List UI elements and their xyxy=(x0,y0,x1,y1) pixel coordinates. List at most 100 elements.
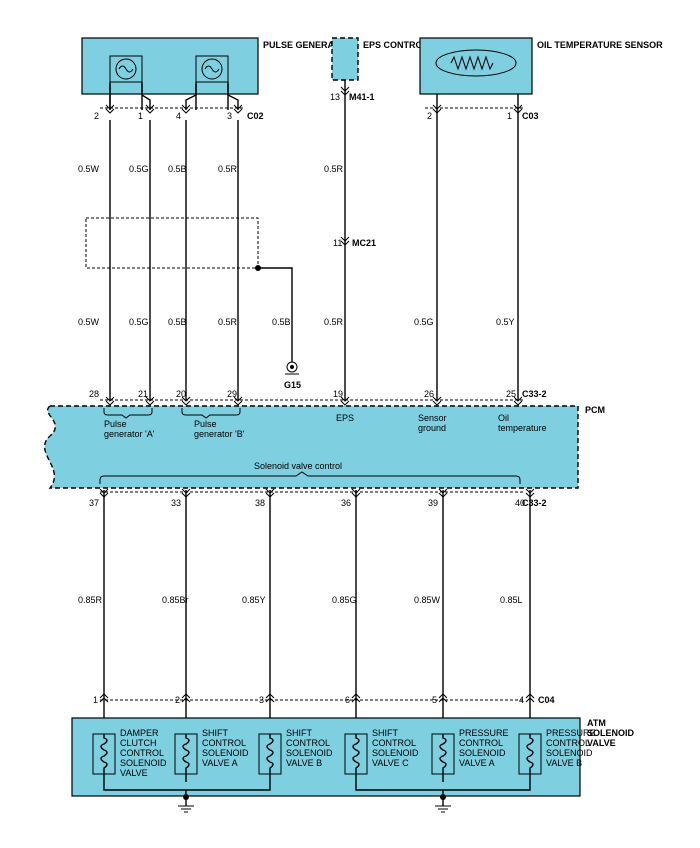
atm-valve-label-2: SOLENOID xyxy=(587,728,635,738)
connector-chevron xyxy=(233,104,243,114)
solenoid-coil-icon xyxy=(174,733,198,782)
connector-chevron xyxy=(181,693,191,703)
solenoid-label: SHIFT xyxy=(372,728,399,738)
solenoid-coil-icon xyxy=(92,733,116,782)
connector-chevron xyxy=(265,488,275,498)
ground-g15-icon xyxy=(285,361,299,375)
wire-color: 0.85G xyxy=(332,595,357,605)
pcm-pin-label: Sensor xyxy=(418,413,447,423)
pin-pcm-29: 29 xyxy=(227,389,237,399)
solenoid-label: CONTROL xyxy=(120,748,164,758)
solenoid-label: SOLENOID xyxy=(120,758,167,768)
pin-pcm-28: 28 xyxy=(89,389,99,399)
solenoid-label: VALVE A xyxy=(202,758,238,768)
brace-solenoid-control xyxy=(99,471,521,484)
connector-chevron xyxy=(340,396,350,406)
pcm-pin-label: Oil xyxy=(498,413,509,423)
pin-c02-2: 2 xyxy=(94,111,99,121)
wire-color: 0.5R xyxy=(218,317,238,327)
pin-pcm-20: 20 xyxy=(176,389,186,399)
solenoid-label: CONTROL xyxy=(372,738,416,748)
atm-valve-label-3: VALVE xyxy=(587,738,616,748)
wire-pg-b-plus xyxy=(185,82,197,400)
pin-c02-4: 4 xyxy=(176,111,181,121)
solenoid-coil-icon xyxy=(518,733,542,782)
solenoid-label: CONTROL xyxy=(546,738,590,748)
connector-chevron xyxy=(513,396,523,406)
connector-chevron xyxy=(351,488,361,498)
pin-pcm-bottom: 38 xyxy=(255,498,265,508)
top-wires xyxy=(85,80,519,400)
pcm-pin-label: generator 'A' xyxy=(104,429,155,439)
pin-pcm-bottom: 37 xyxy=(89,498,99,508)
eps-control-module xyxy=(331,37,359,81)
solenoid-label: PRESSURE xyxy=(546,728,596,738)
solenoid-label: VALVE B xyxy=(286,758,322,768)
connector-chevron xyxy=(525,488,535,498)
connector-chevron xyxy=(105,104,115,114)
wire-shield-ground xyxy=(258,267,293,362)
connector-m41-label: M41-1 xyxy=(349,92,375,102)
wire-pg-a-minus xyxy=(141,82,151,400)
connector-chevron xyxy=(340,86,350,96)
connector-c04-label: C04 xyxy=(538,695,555,705)
solenoid-coil-icon xyxy=(431,733,455,782)
pin-pcm-bottom: 33 xyxy=(171,498,181,508)
connector-c02-label: C02 xyxy=(247,111,264,121)
pin-c03-2: 2 xyxy=(427,111,432,121)
wire-color: 0.5W xyxy=(78,317,100,327)
pulse-generator xyxy=(81,37,259,95)
solenoid-coil-icon xyxy=(258,733,282,782)
pcm-label: PCM xyxy=(585,405,605,415)
wire-color: 0.85W xyxy=(414,595,441,605)
pcm-pin-label: Pulse xyxy=(104,419,127,429)
solenoid-label: CONTROL xyxy=(286,738,330,748)
pin-pcm-19: 19 xyxy=(333,389,343,399)
wire-color: 0.5G xyxy=(129,164,149,174)
pulse-generator-label: PULSE GENERATOR xyxy=(263,40,353,50)
wire-color: 0.5B xyxy=(168,164,187,174)
connector-chevron xyxy=(513,104,523,114)
wire-color: 0.5W xyxy=(78,164,100,174)
connector-c33-top-label: C33-2 xyxy=(522,389,547,399)
pin-pcm-25: 25 xyxy=(506,389,516,399)
connector-chevron xyxy=(438,693,448,703)
connector-chevron xyxy=(525,693,535,703)
connector-chevron xyxy=(145,396,155,406)
pin-pcm-26: 26 xyxy=(424,389,434,399)
pin-pcm-bottom: 36 xyxy=(341,498,351,508)
atm-solenoid-valve xyxy=(71,717,581,797)
pin-pcm-bottom: 40 xyxy=(515,498,525,508)
solenoid-label: VALVE C xyxy=(372,758,409,768)
solenoid-label: SHIFT xyxy=(286,728,313,738)
connector-chevron xyxy=(351,693,361,703)
ground-g15-label: G15 xyxy=(284,380,301,390)
wire-color: 0.85R xyxy=(78,595,103,605)
pcm-pin-label: ground xyxy=(418,423,446,433)
solenoid-label: SOLENOID xyxy=(546,748,593,758)
solenoid-label: SOLENOID xyxy=(286,748,333,758)
atm-valve-label-1: ATM xyxy=(587,718,606,728)
pcm-module xyxy=(43,405,579,489)
wire-color: 0.85L xyxy=(500,595,523,605)
connector-chevron xyxy=(105,396,115,406)
pin-c04: 1 xyxy=(93,695,98,705)
solenoid-label: VALVE B xyxy=(546,758,582,768)
pcm-pin-label: temperature xyxy=(498,423,547,433)
pin-pcm-bottom: 39 xyxy=(428,498,438,508)
solenoid-label: SOLENOID xyxy=(202,748,249,758)
wire-color: 0.85Y xyxy=(242,595,266,605)
pin-c03-1: 1 xyxy=(507,111,512,121)
connector-chevron xyxy=(99,488,109,498)
ground-left-icon xyxy=(178,790,194,813)
solenoid-label: CLUTCH xyxy=(120,738,157,748)
solenoid-coil-icon xyxy=(344,733,368,782)
solenoid-label: CONTROL xyxy=(459,738,503,748)
wire-pg-b-minus xyxy=(227,82,239,400)
wire-color: 0.5G xyxy=(414,317,434,327)
connector-c33-bottom-label: C33-2 xyxy=(522,498,547,508)
ground-right-icon xyxy=(435,790,451,813)
pcm-pin-label: generator 'B' xyxy=(194,429,245,439)
brace-pulse-b xyxy=(181,408,241,419)
